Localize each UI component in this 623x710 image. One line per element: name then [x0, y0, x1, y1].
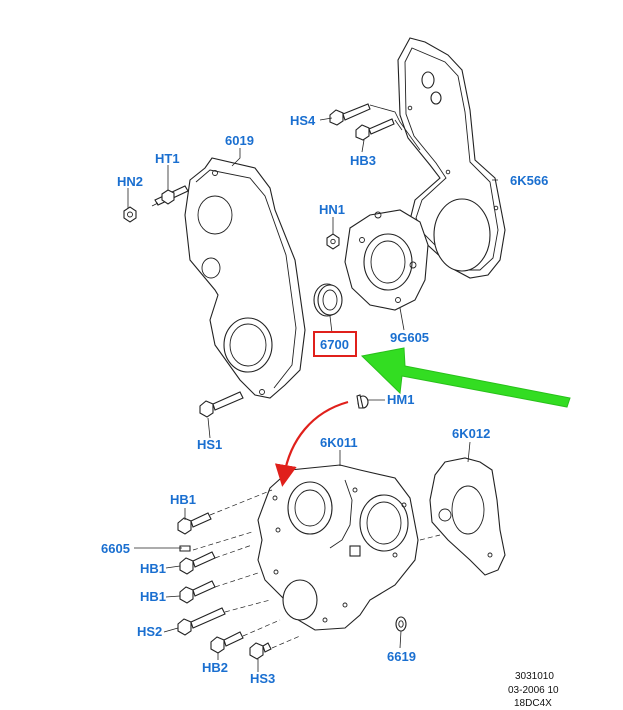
bolt-hs1 — [199, 391, 244, 418]
bolt-hb1-mid — [179, 551, 216, 575]
alignment-lines — [192, 489, 441, 649]
label-hb3: HB3 — [350, 153, 376, 168]
nut-hn1 — [326, 233, 340, 250]
label-hs1: HS1 — [197, 437, 222, 452]
label-6700: 6700 — [320, 337, 349, 352]
highlight-box-6700 — [313, 331, 357, 357]
reference-date: 03-2006 10 — [508, 685, 559, 696]
label-6k012: 6K012 — [452, 426, 490, 441]
bolt-hs4 — [329, 103, 371, 126]
bolt-hb1-top — [177, 512, 212, 535]
label-hb1-mid: HB1 — [140, 561, 166, 576]
label-hb2: HB2 — [202, 660, 228, 675]
bolt-hb3 — [355, 118, 395, 141]
label-hb1-low: HB1 — [140, 589, 166, 604]
bolt-hb2 — [210, 631, 244, 654]
oil-seal-6700 — [313, 283, 343, 317]
label-ht1: HT1 — [155, 151, 180, 166]
label-hs2: HS2 — [137, 624, 162, 639]
reference-model: 18DC4X — [514, 698, 552, 709]
label-hm1: HM1 — [387, 392, 414, 407]
dowel-hm1 — [356, 394, 369, 409]
bolt-hs3 — [249, 642, 272, 660]
gasket-6k566 — [397, 37, 506, 279]
label-hs4: HS4 — [290, 113, 316, 128]
seal-6619 — [395, 616, 407, 632]
bolt-hs2 — [177, 607, 226, 636]
green-pointer-arrow — [360, 347, 571, 408]
label-6619: 6619 — [387, 649, 416, 664]
stud-ht1 — [151, 185, 189, 207]
leader-lines — [127, 117, 498, 672]
label-hn2: HN2 — [117, 174, 143, 189]
retainer-plate-9g605 — [344, 209, 429, 311]
label-6k011: 6K011 — [320, 435, 358, 450]
front-cover-6019 — [184, 157, 306, 399]
red-curved-arrow — [274, 400, 349, 487]
pin-6605 — [179, 545, 191, 552]
label-6605: 6605 — [101, 541, 130, 556]
label-hs3: HS3 — [250, 671, 275, 686]
bolt-hb1-low — [179, 580, 216, 604]
reference-number: 3031010 — [515, 671, 554, 682]
nut-hn2 — [123, 206, 137, 223]
label-9g605: 9G605 — [390, 330, 429, 345]
label-6019: 6019 — [225, 133, 254, 148]
label-hn1: HN1 — [319, 202, 345, 217]
label-hb1-top: HB1 — [170, 492, 196, 507]
gasket-6k012 — [429, 457, 506, 576]
rear-cover-6k011 — [257, 464, 419, 631]
label-6k566: 6K566 — [510, 173, 548, 188]
